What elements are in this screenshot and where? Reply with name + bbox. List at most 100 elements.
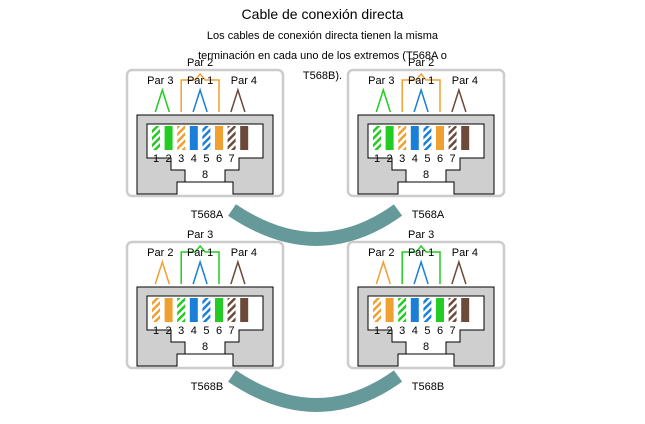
pair-left-glyph [375, 259, 392, 285]
pin-number-7: 7 [450, 325, 456, 337]
wire-green [215, 298, 223, 322]
wire-orange [385, 298, 394, 322]
wire-brown [240, 298, 249, 322]
pair-label-middle: Par 1 [187, 75, 213, 87]
pair-label-left: Par 2 [147, 247, 173, 259]
wire-green-white [398, 298, 407, 322]
wire-blue-white [202, 298, 211, 322]
pin-number-4: 4 [412, 325, 418, 337]
pair-right-glyph [230, 87, 246, 113]
pair-middle-glyph [413, 259, 429, 285]
wire-orange [215, 126, 223, 150]
standard-label: T568A [412, 209, 445, 221]
wire-brown [240, 126, 249, 150]
wire-brown-white [227, 126, 236, 150]
pair-label-top: Par 2 [187, 57, 213, 69]
pin-number-8: 8 [202, 341, 208, 353]
pair-right-glyph [230, 259, 246, 285]
pin-number-2: 2 [387, 325, 393, 337]
wire-blue [189, 126, 198, 150]
pair-right-glyph [451, 87, 467, 113]
pin-number-8: 8 [202, 169, 208, 181]
pair-label-left: Par 3 [147, 75, 173, 87]
pin-number-8: 8 [423, 169, 429, 181]
pair-label-left: Par 3 [368, 75, 394, 87]
pair-label-top: Par 3 [187, 229, 213, 241]
wire-blue [410, 298, 419, 322]
pin-number-7: 7 [229, 325, 235, 337]
wire-brown [461, 298, 470, 322]
pin-number-2: 2 [166, 153, 172, 165]
pin-number-6: 6 [216, 153, 222, 165]
pair-label-middle: Par 1 [187, 247, 213, 259]
wire-blue-white [423, 298, 432, 322]
pin-number-6: 6 [216, 325, 222, 337]
wire-green [164, 126, 173, 150]
pair-right-glyph [451, 259, 467, 285]
pin-number-6: 6 [437, 153, 443, 165]
pin-number-3: 3 [399, 153, 405, 165]
diagram-description: Los cables de conexión directa tienen la… [198, 30, 447, 82]
diagram-title: Cable de conexión directa [241, 6, 404, 22]
wire-green [436, 298, 444, 322]
wire-orange [164, 298, 173, 322]
pin-number-1: 1 [374, 153, 380, 165]
standard-label: T568A [191, 209, 224, 221]
pin-number-1: 1 [153, 325, 159, 337]
pin-number-4: 4 [191, 325, 197, 337]
wire-orange [436, 126, 444, 150]
pin-number-3: 3 [178, 153, 184, 165]
pin-number-3: 3 [399, 325, 405, 337]
wire-brown-white [448, 298, 457, 322]
wire-green [385, 126, 394, 150]
pair-label-right: Par 4 [231, 75, 257, 87]
wire-orange-white [398, 126, 407, 150]
wire-green-white [373, 126, 381, 150]
pin-number-1: 1 [153, 153, 159, 165]
pair-label-right: Par 4 [231, 247, 257, 259]
pair-middle-glyph [192, 259, 208, 285]
pair-label-middle: Par 1 [408, 247, 434, 259]
cable-arc-top [228, 204, 403, 246]
pair-label-top: Par 3 [408, 229, 434, 241]
wire-orange-white [152, 298, 160, 322]
wire-brown-white [448, 126, 457, 150]
pair-middle-glyph [413, 87, 429, 113]
pair-top-glyph [180, 244, 220, 284]
pin-number-8: 8 [423, 341, 429, 353]
wire-green-white [152, 126, 160, 150]
pin-number-1: 1 [374, 325, 380, 337]
pair-label-left: Par 2 [368, 247, 394, 259]
standard-label: T568B [412, 381, 444, 393]
pin-number-5: 5 [424, 153, 430, 165]
pin-number-2: 2 [387, 153, 393, 165]
wire-brown [461, 126, 470, 150]
pin-number-7: 7 [229, 153, 235, 165]
pin-number-4: 4 [412, 153, 418, 165]
pair-middle-glyph [192, 87, 208, 113]
pair-label-middle: Par 1 [408, 75, 434, 87]
wire-orange-white [177, 126, 186, 150]
pair-label-top: Par 2 [408, 57, 434, 69]
wire-orange-white [373, 298, 381, 322]
pin-number-5: 5 [424, 325, 430, 337]
standard-label: T568B [191, 381, 223, 393]
pair-top-glyph [401, 72, 441, 112]
pin-number-6: 6 [437, 325, 443, 337]
pair-top-glyph [180, 72, 220, 112]
pin-number-3: 3 [178, 325, 184, 337]
pair-left-glyph [154, 87, 171, 113]
wire-brown-white [227, 298, 236, 322]
pin-number-4: 4 [191, 153, 197, 165]
pin-number-5: 5 [203, 153, 209, 165]
wire-blue-white [202, 126, 211, 150]
pair-label-right: Par 4 [452, 75, 478, 87]
pair-label-right: Par 4 [452, 247, 478, 259]
pair-top-glyph [401, 244, 441, 284]
pin-number-7: 7 [450, 153, 456, 165]
